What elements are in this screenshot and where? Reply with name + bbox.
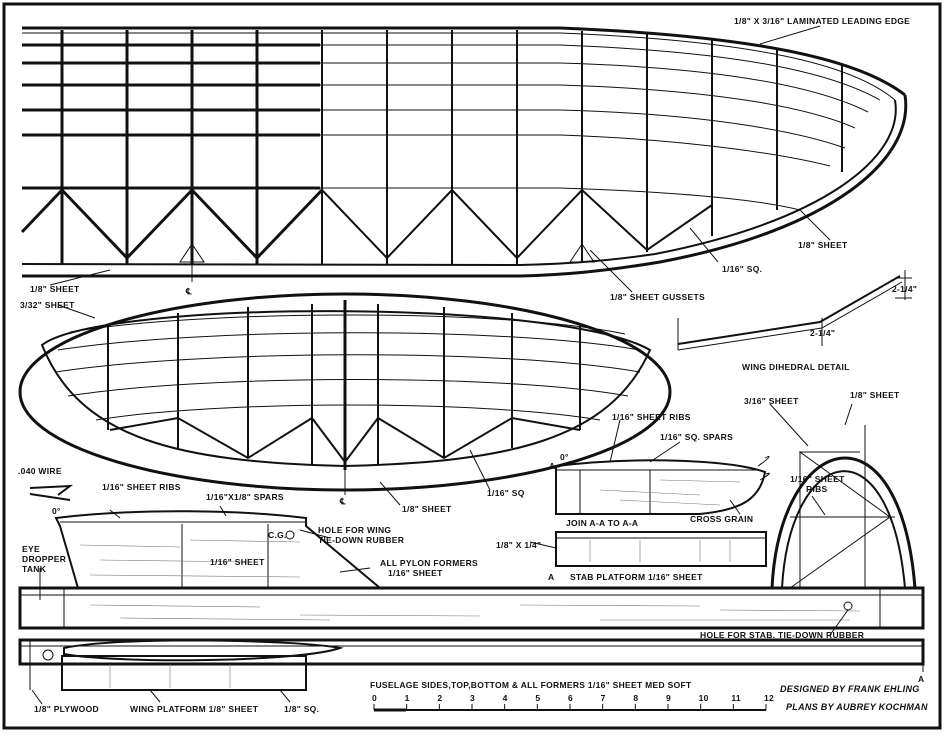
stab-18-sheet-label: 1/8" SHEET (402, 504, 452, 514)
tank-label-3: TANK (22, 564, 47, 574)
dihedral-title: WING DIHEDRAL DETAIL (742, 362, 850, 372)
stab-platform-zero-label: 0° (560, 452, 569, 462)
scale-tick-label: 1 (405, 693, 410, 703)
stab-platform-ribs-label: 1/16" SHEET RIBS (612, 412, 691, 422)
fuselage-note: FUSELAGE SIDES,TOP,BOTTOM & ALL FORMERS … (370, 680, 692, 690)
stab-332-sheet-label: 3/32" SHEET (20, 300, 75, 310)
pylon-sheet-label: 1/16" SHEET (210, 557, 265, 567)
wing-platform-label: WING PLATFORM 1/8" SHEET (130, 704, 259, 714)
wing-tip-sheet-label: 1/8" SHEET (798, 240, 848, 250)
pylon-spars-label: 1/16"X1/8" SPARS (206, 492, 284, 502)
stab-centerline-mark: ℄ (339, 496, 346, 506)
scale-tick-label: 12 (764, 693, 774, 703)
wing-plan: 1/8" X 3/16" LAMINATED LEADING EDGE 1/8"… (20, 16, 910, 302)
wing-te-sheet-label: 1/8" SHEET (30, 284, 80, 294)
fin-18-sheet-label: 1/8" SHEET (850, 390, 900, 400)
tank-label: EYE (22, 544, 40, 554)
pylon-hole-label: HOLE FOR WING (318, 525, 391, 535)
stab-hole-label: HOLE FOR STAB. TIE-DOWN RUBBER (700, 630, 864, 640)
stab-platform-grain-label: CROSS GRAIN (690, 514, 753, 524)
stab-platform-title: STAB PLATFORM 1/16" SHEET (570, 572, 703, 582)
scale-tick-label: 10 (699, 693, 709, 703)
scale-tick-label: 8 (633, 693, 638, 703)
scale-tick-label: 9 (666, 693, 671, 703)
fin-ribs-label: 1/16" SHEET (790, 474, 845, 484)
stab-platform-a2-label: A (548, 572, 554, 582)
fin: 3/16" SHEET 1/8" SHEET 1/16" SHEET RIBS (744, 390, 917, 589)
plywood-label: 1/8" PLYWOOD (34, 704, 99, 714)
wing-pylon: .040 WIRE 1/16" SHEET RIBS 1/16"X1/8" SP… (18, 466, 478, 600)
pylon-formers-label: ALL PYLON FORMERS (380, 558, 478, 568)
stab-platform-spars-label: 1/16" SQ. SPARS (660, 432, 733, 442)
square-label: 1/8" SQ. (284, 704, 319, 714)
designer-credit: DESIGNED BY FRANK EHLING (780, 684, 920, 694)
fin-316-sheet-label: 3/16" SHEET (744, 396, 799, 406)
wing-leading-edge-label: 1/8" X 3/16" LAMINATED LEADING EDGE (734, 16, 910, 26)
dihedral-dim-inner: 2-1/4" (810, 328, 835, 338)
plans-credit: PLANS BY AUBREY KOCHMAN (786, 702, 928, 712)
scale-tick-label: 2 (437, 693, 442, 703)
stab-sq-label: 1/16" SQ (487, 488, 525, 498)
pylon-formers-label-2: 1/16" SHEET (388, 568, 443, 578)
scale-tick-label: 4 (503, 693, 508, 703)
scale-tick-label: 6 (568, 693, 573, 703)
wing-centerline-mark: ℄ (185, 286, 192, 296)
wing-gussets-label: 1/8" SHEET GUSSETS (610, 292, 705, 302)
fuselage: HOLE FOR STAB. TIE-DOWN RUBBER FUSELAGE … (18, 586, 925, 714)
pylon-ribs-label: 1/16" SHEET RIBS (102, 482, 181, 492)
scale-tick-label: 3 (470, 693, 475, 703)
pylon-hole-label-2: TIE-DOWN RUBBER (318, 535, 404, 545)
stab-platform-dim-label: 1/8" X 1/4" (496, 540, 541, 550)
pylon-cg-label: C.G. (268, 530, 287, 540)
stab-platform: 1/16" SHEET RIBS 1/16" SQ. SPARS 0° A JO… (496, 412, 770, 582)
wire-label: .040 WIRE (18, 466, 62, 476)
scale-tick-label: 11 (731, 693, 741, 703)
fuselage-a-label: A (918, 674, 924, 684)
scale-tick-label: 7 (601, 693, 606, 703)
stab-platform-a-label: A (549, 461, 555, 471)
dihedral-detail: WING DIHEDRAL DETAIL 2-1/4" 2-1/4" (677, 270, 917, 372)
tank-label-2: DROPPER (22, 554, 66, 564)
dihedral-dim-outer: 2-1/4" (892, 284, 917, 294)
stabilizer-plan: 3/32" SHEET 1/8" SHEET 1/16" SQ ℄ (18, 292, 672, 514)
scale-tick-label: 0 (372, 693, 377, 703)
stab-platform-join-label: JOIN A-A TO A-A (566, 518, 638, 528)
scale-tick-label: 5 (535, 693, 540, 703)
pylon-zero-label: 0° (52, 506, 61, 516)
wing-sq-label: 1/16" SQ. (722, 264, 762, 274)
fin-ribs-label-2: RIBS (806, 484, 828, 494)
